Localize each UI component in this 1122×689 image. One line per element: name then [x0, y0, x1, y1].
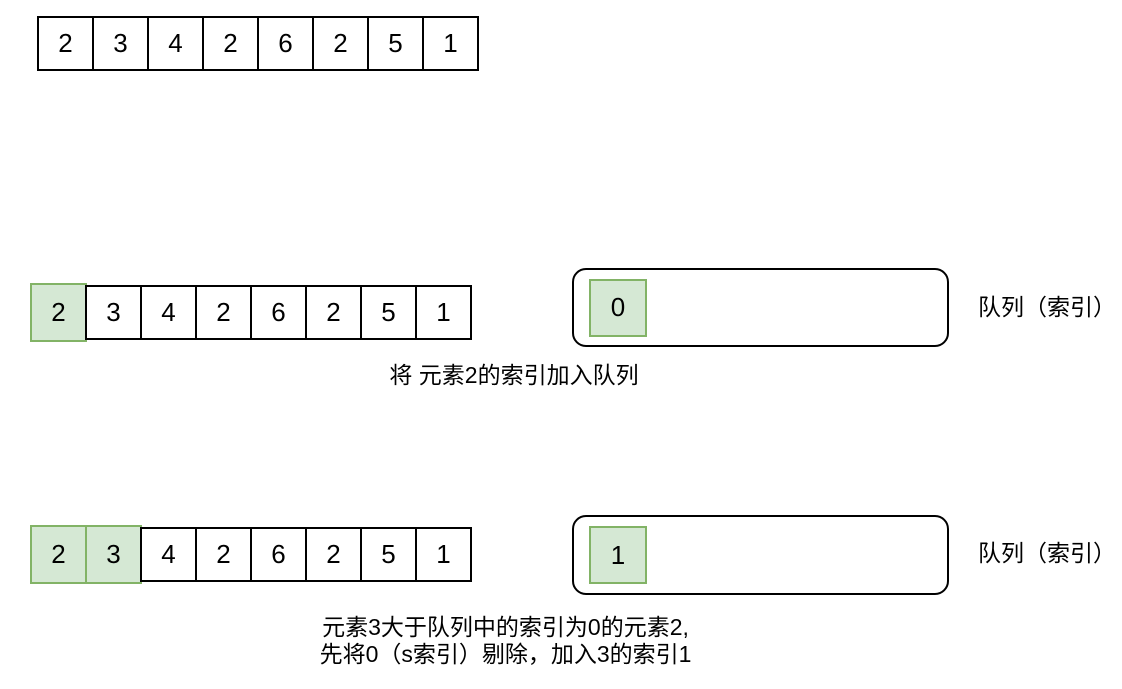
queue-box-step1: 0: [572, 268, 949, 347]
array-cell: 3: [85, 285, 142, 340]
array-cell: 2: [312, 16, 369, 71]
array-cell-highlighted: 2: [30, 283, 87, 342]
array-cell: 6: [250, 285, 307, 340]
queue-label-step1: 队列（索引）: [978, 294, 1116, 320]
array-cell: 2: [37, 16, 94, 71]
array-cell: 1: [422, 16, 479, 71]
array-row-original: 2 3 4 2 6 2 5 1: [37, 14, 479, 73]
queue-item: 0: [589, 278, 647, 337]
caption-step2-line2: 先将0（s索引）剔除，加入3的索引1: [319, 641, 692, 667]
array-cell: 5: [360, 527, 417, 582]
array-cell: 3: [92, 16, 149, 71]
array-cell: 5: [367, 16, 424, 71]
queue-box-step2: 1: [572, 515, 949, 595]
queue-label-step2: 队列（索引）: [978, 540, 1116, 566]
array-cell: 6: [250, 527, 307, 582]
array-cell: 4: [140, 285, 197, 340]
array-cell-highlighted: 2: [30, 525, 87, 584]
array-cell-highlighted: 3: [85, 525, 142, 584]
array-cell: 2: [195, 527, 252, 582]
array-cell: 5: [360, 285, 417, 340]
array-cell: 2: [202, 16, 259, 71]
array-cell: 2: [305, 527, 362, 582]
array-cell: 4: [140, 527, 197, 582]
array-cell: 2: [195, 285, 252, 340]
array-cell: 1: [415, 285, 472, 340]
array-cell: 6: [257, 16, 314, 71]
array-cell: 2: [305, 285, 362, 340]
caption-step2: 元素3大于队列中的索引为0的元素2, 先将0（s索引）剔除，加入3的索引1: [278, 614, 733, 668]
caption-step1: 将 元素2的索引加入队列: [389, 362, 639, 388]
caption-step2-line1: 元素3大于队列中的索引为0的元素2,: [322, 614, 689, 640]
array-row-step2: 2 3 4 2 6 2 5 1: [30, 525, 472, 584]
array-row-step1: 2 3 4 2 6 2 5 1: [30, 283, 472, 342]
queue-item: 1: [589, 526, 647, 584]
array-cell: 1: [415, 527, 472, 582]
array-cell: 4: [147, 16, 204, 71]
